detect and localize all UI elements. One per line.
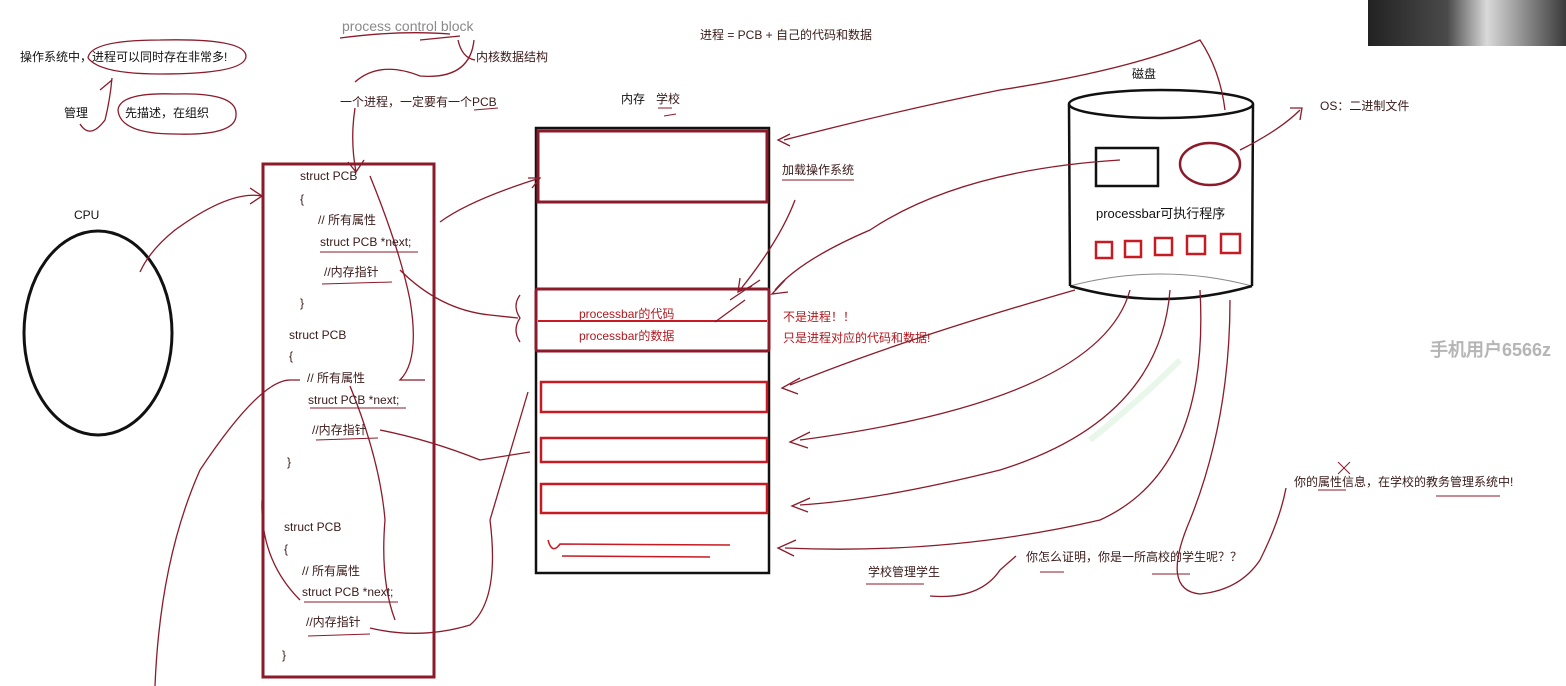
webcam-overlay [1368,0,1566,46]
watermark-text: 手机用户6566z [1430,342,1551,358]
describe-label: 先描述，在组织 [125,105,209,121]
only-code-label: 只是进程对应的代码和数据! [783,330,930,346]
pcb3-close: } [282,647,286,663]
arrow-load-os [778,40,1225,146]
arrow-pcb3-mem [370,392,528,633]
pcb-chain-3 [262,500,300,600]
pcb1-next: struct PCB *next; [320,234,411,250]
formula-label: 进程 = PCB + 自己的代码和数据 [700,27,872,43]
memory-slot-1 [541,382,767,412]
disk-label: 磁盘 [1132,66,1156,82]
process-code-label: processbar的代码 [579,306,674,322]
one-process-label: 一个进程，一定要有一个PCB [340,94,497,110]
memory-scribble [548,540,730,557]
link-onepcb [355,40,474,82]
pcb1-close: } [300,295,304,311]
pcb1-header: struct PCB [300,168,357,184]
process-data-label: processbar的数据 [579,328,674,344]
memory-os-region [538,131,767,202]
school-label: 学校 [656,91,680,107]
pcb1-ptr: //内存指针 [324,264,379,280]
cpu-loop [155,380,300,686]
pcb2-attr: // 所有属性 [307,370,365,386]
arrow-cpu-pcb [140,188,262,272]
school-manage-label: 学校管理学生 [868,564,940,580]
pcb2-close: } [287,454,291,470]
arrow-disk-os [1240,108,1302,150]
link-prove [930,556,1016,596]
link-watermark-slash [715,280,760,322]
pcb2-header: struct PCB [289,327,346,343]
arrow-pcb-mem [440,178,540,222]
pcb1-attr: // 所有属性 [318,212,376,228]
cpu-label: CPU [74,207,99,223]
manage-label: 管理 [64,105,88,121]
pcb2-next: struct PCB *next; [308,392,399,408]
pcb3-open: { [284,541,288,557]
pcb2-open: { [289,348,293,364]
pcb3-attr: // 所有属性 [302,563,360,579]
exec-label: processbar可执行程序 [1096,206,1225,222]
load-os-label: 加载操作系统 [782,162,854,178]
pcb3-next: struct PCB *next; [302,584,393,600]
pcb3-ptr: //内存指针 [306,614,361,630]
memory-slot-2 [541,438,767,462]
kernel-ds-label: 内核数据结构 [476,49,548,65]
link-pcb1-mem [400,270,518,318]
not-process-label: 不是进程！！ [783,309,855,325]
os-many-label: 操作系统中，进程可以同时存在非常多! [20,49,227,65]
prove-label: 你怎么证明，你是一所高校的学生呢？？ [1026,549,1242,565]
arrow-pcb2-mem [380,430,530,460]
memory-label: 内存 [621,91,645,107]
arrow-onepcb [348,108,364,172]
pcb3-header: struct PCB [284,519,341,535]
pcb-english-label: process control block [342,18,474,34]
os-binary-label: OS：二进制文件 [1320,98,1409,114]
attr-info-label: 你的属性信息，在学校的教务管理系统中! [1294,474,1513,490]
cpu-ellipse [24,231,172,435]
pcb2-ptr: //内存指针 [312,422,367,438]
memory-slot-3 [541,484,767,513]
pcb1-open: { [300,191,304,207]
disk-cylinder [1069,90,1253,299]
link-describe [100,80,112,90]
